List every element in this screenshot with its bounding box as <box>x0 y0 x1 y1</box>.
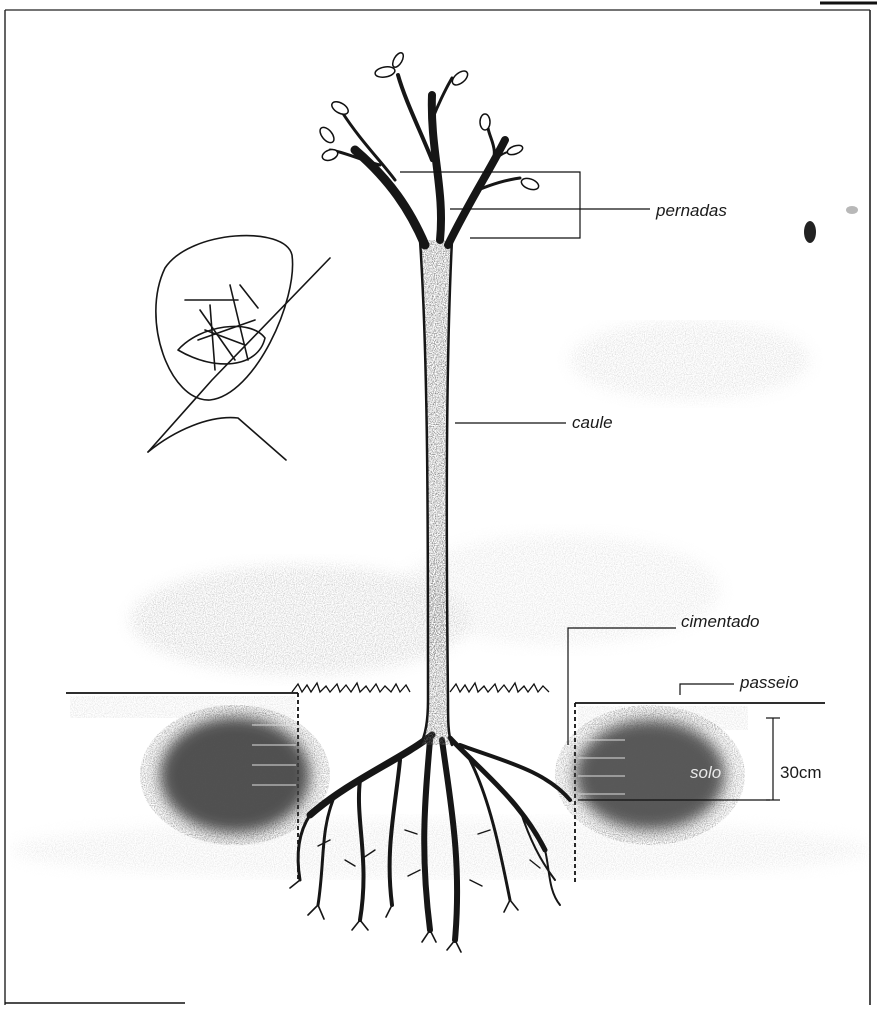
signature-scribble-icon <box>148 236 330 460</box>
ink-spot <box>804 206 858 243</box>
tree-trunk <box>420 240 452 745</box>
annotation-leaders <box>400 172 780 800</box>
grass-tuft <box>292 683 549 692</box>
label-caule: caule <box>572 413 613 432</box>
tree-branches <box>330 75 520 245</box>
label-cimentado: cimentado <box>681 612 759 631</box>
label-passeio: passeio <box>739 673 799 692</box>
label-solo: solo <box>690 763 721 782</box>
label-pernadas: pernadas <box>655 201 727 220</box>
label-depth: 30cm <box>780 763 822 782</box>
soil-shadow-left <box>140 705 330 845</box>
